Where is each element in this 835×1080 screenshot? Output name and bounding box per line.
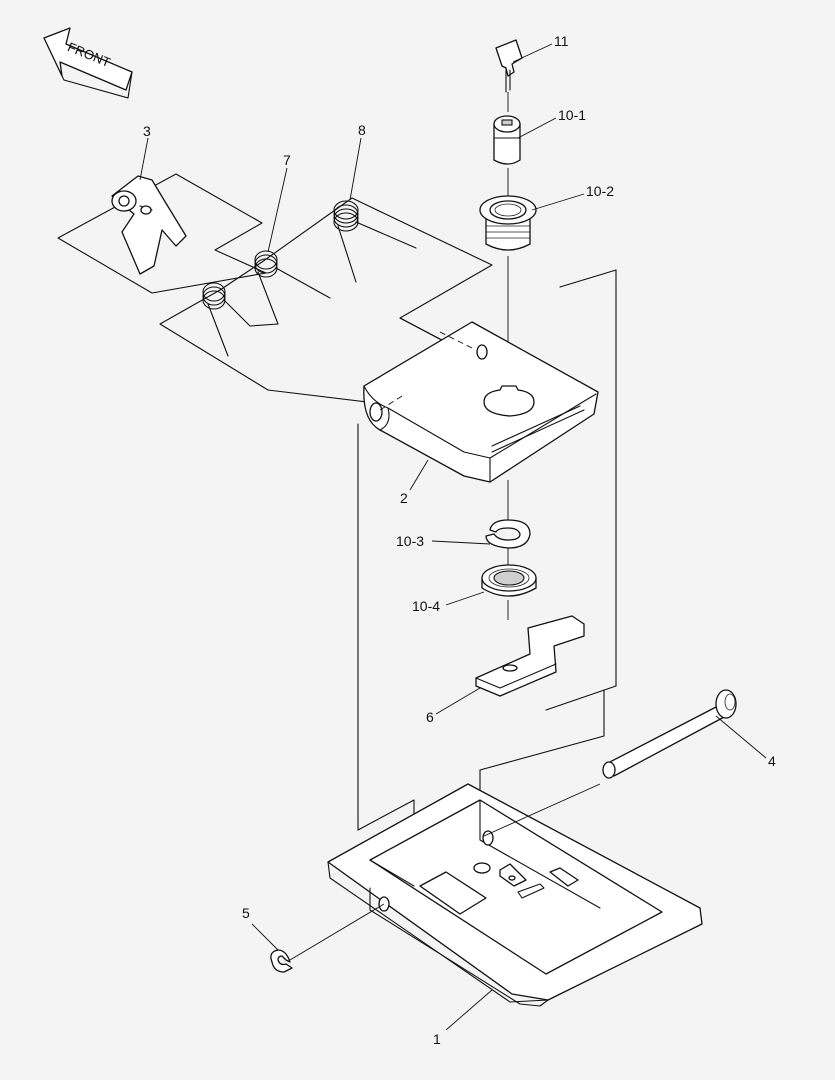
callout-7: 7 [283,152,291,168]
spring-right [333,200,417,283]
lock-cylinder [493,115,521,165]
key [495,39,523,93]
callout-10-1: 10-1 [558,107,586,123]
spring-group-outline [57,173,493,407]
snap-ring [485,519,531,549]
front-arrow: FRONT [43,27,133,99]
callout-11: 11 [554,33,569,49]
callout-3: 3 [143,123,151,139]
leader-lines [139,43,767,1031]
pawl [111,175,187,275]
callout-1: 1 [433,1031,441,1047]
callout-4: 4 [768,753,776,769]
washer [481,564,537,597]
callout-8: 8 [358,122,366,138]
callout-10-3: 10-3 [396,533,424,549]
lock-housing [479,195,537,251]
pin [602,689,737,779]
base-pan [327,783,703,1007]
callout-5: 5 [242,905,250,921]
callout-2: 2 [400,490,408,506]
callout-10-4: 10-4 [412,598,440,614]
cam-plate [475,615,585,697]
e-clip [270,949,293,973]
callouts: 11 10-1 10-2 3 7 8 2 10-3 10-4 6 4 5 1 [143,33,776,1047]
callout-10-2: 10-2 [586,183,614,199]
callout-6: 6 [426,709,434,725]
spring-left [202,250,331,357]
latch-cover [363,321,599,483]
